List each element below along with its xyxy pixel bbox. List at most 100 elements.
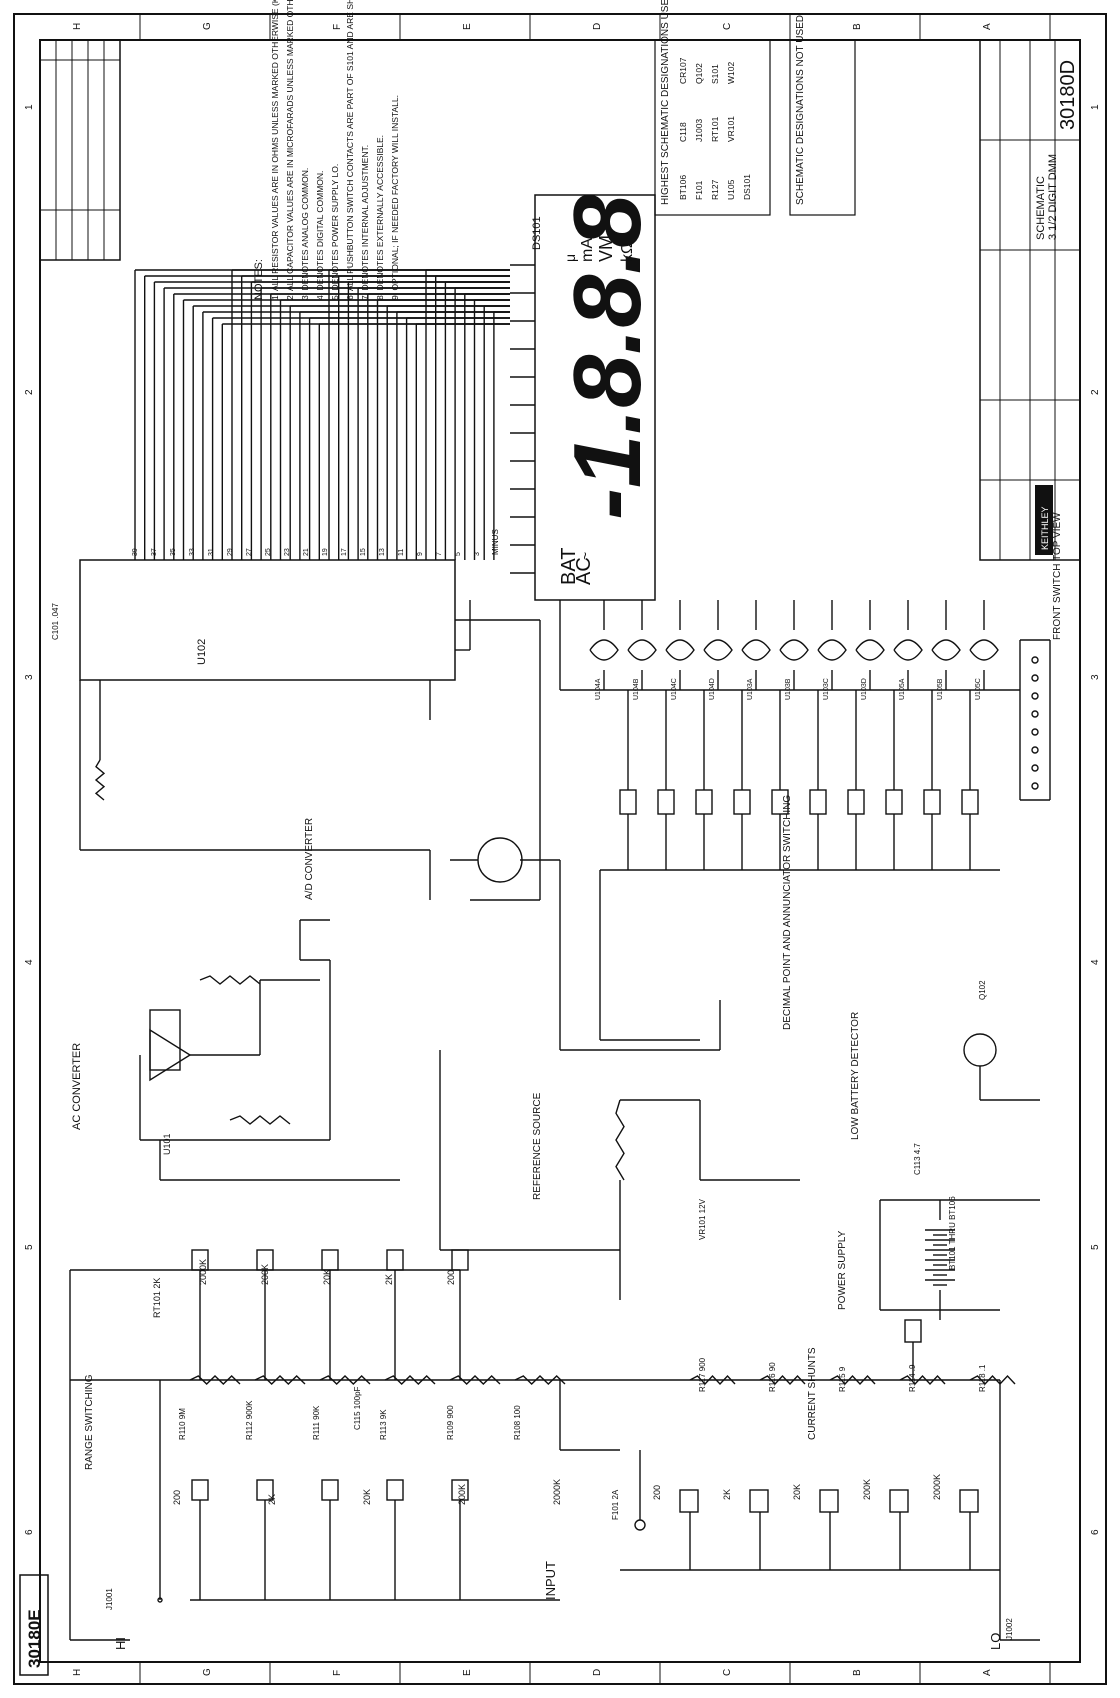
component-body xyxy=(386,1479,404,1501)
title-block: KEITHLEY SCHEMATIC 3 1/2 DIGIT DMM 30180… xyxy=(979,39,1081,561)
logic-gate xyxy=(969,639,999,661)
logic-gate xyxy=(893,639,923,661)
zone-row-mark: 3 xyxy=(1090,674,1101,680)
component-body xyxy=(749,1489,769,1513)
component-body xyxy=(619,789,637,815)
note-item: 6. ALL PUSHBUTTON SWITCH CONTACTS ARE PA… xyxy=(345,0,355,300)
resistor xyxy=(384,1375,436,1385)
section-label-low-battery: LOW BATTERY DETECTOR xyxy=(850,1012,861,1140)
section-label-range-switching: RANGE SWITCHING xyxy=(84,1374,95,1470)
sheet-border-outer xyxy=(13,13,1107,1685)
component-label-bt101: BT101 THRU BT106 xyxy=(948,1196,957,1270)
schematic-wiring xyxy=(69,264,1051,1641)
title-company: KEITHLEY xyxy=(1040,506,1050,550)
range-switch-value: 20K xyxy=(362,1489,372,1505)
notes-block: NOTES: 1. ALL RESISTOR VALUES ARE IN OHM… xyxy=(253,0,400,300)
node xyxy=(1031,728,1039,736)
shunt-switch-value: 2000K xyxy=(932,1474,942,1500)
designation-cell: RT101 xyxy=(710,116,720,142)
zone-col-mark: H xyxy=(72,1669,83,1676)
designation-cell: W102 xyxy=(726,62,736,84)
component-label-c115: C115 100pF xyxy=(353,1386,362,1430)
designations-not-used-table: SCHEMATIC DESIGNATIONS NOT USED xyxy=(789,15,856,216)
logic-gate xyxy=(931,639,961,661)
logic-gate xyxy=(779,639,809,661)
resistor xyxy=(94,759,106,801)
segment-pin-label: 31 xyxy=(208,548,215,556)
designation-cell: R127 xyxy=(710,179,720,200)
segment-pin-label: 27 xyxy=(246,548,253,556)
range-switch-value: 200 xyxy=(172,1490,182,1505)
range-resistor-label: R109 900 xyxy=(446,1405,455,1440)
note-item: 9. OPTIONAL; IF NEEDED FACTORY WILL INST… xyxy=(390,95,400,300)
zone-col-mark: A xyxy=(982,1669,993,1676)
display-annunciator: kΩ xyxy=(619,242,636,262)
range-switch-value: 2K xyxy=(384,1274,394,1285)
shunt-resistor-label: R115 9 xyxy=(838,1366,847,1392)
u102-chip: U102 xyxy=(79,559,456,681)
resistor xyxy=(254,1375,306,1385)
section-label-ac-converter: AC CONVERTER xyxy=(71,1043,83,1130)
component-label-q102: Q102 xyxy=(978,980,987,1000)
segment-pin-label: 13 xyxy=(379,548,386,556)
logic-gate xyxy=(741,639,771,661)
shunt-resistor-label: R117 900 xyxy=(698,1357,707,1392)
shunt-resistor-label: R116 90 xyxy=(768,1362,777,1392)
zone-row-mark: 1 xyxy=(24,104,35,110)
component-body xyxy=(695,789,713,815)
component-label-rt101: RT101 2K xyxy=(152,1278,162,1318)
range-resistor-label: R112 900K xyxy=(245,1400,254,1440)
zone-col-mark: G xyxy=(202,22,213,30)
section-label-current-shunts: CURRENT SHUNTS xyxy=(807,1347,818,1440)
segment-pin-label: 7 xyxy=(436,552,443,556)
node xyxy=(1031,656,1039,664)
component-label-c113: C113 4.7 xyxy=(913,1143,922,1175)
logic-gate xyxy=(855,639,885,661)
zone-col-mark: A xyxy=(982,23,993,30)
designation-cell: CR107 xyxy=(678,57,688,84)
u102-label: U102 xyxy=(196,639,208,665)
node xyxy=(1031,710,1039,718)
connector-j1002: J1002 xyxy=(1005,1618,1014,1640)
display-ref: DS101 xyxy=(531,216,543,250)
component-body xyxy=(961,789,979,815)
segment-pin-label: 15 xyxy=(360,548,367,556)
designations-not-used-title: SCHEMATIC DESIGNATIONS NOT USED xyxy=(795,15,806,205)
zone-col-mark: B xyxy=(852,1669,863,1676)
segment-pin-label: 33 xyxy=(189,548,196,556)
zone-row-mark: 5 xyxy=(24,1244,35,1250)
zone-col-mark: F xyxy=(332,24,343,30)
display-annunciator: ~ xyxy=(577,552,593,560)
node xyxy=(963,1033,997,1067)
designation-cell: J1003 xyxy=(694,119,704,142)
zone-col-mark: G xyxy=(202,1668,213,1676)
gate-label: U104D xyxy=(709,678,716,700)
segment-pin-label: 5 xyxy=(455,552,462,556)
designation-cell: VR101 xyxy=(726,116,736,142)
resistor xyxy=(514,1375,566,1385)
resistor xyxy=(449,1375,501,1385)
title-drawing-number: 30180D xyxy=(1057,60,1079,130)
section-label-input: INPUT xyxy=(543,1561,558,1600)
connector-lo: LO xyxy=(988,1633,1003,1650)
component-body xyxy=(321,1249,339,1271)
gate-label: U105C xyxy=(975,678,982,700)
logic-gate xyxy=(627,639,657,661)
display-annunciator: μ xyxy=(562,254,578,262)
designation-cell: S101 xyxy=(710,64,720,84)
resistor xyxy=(229,1115,291,1125)
node xyxy=(1031,746,1039,754)
display-annunciator: mA xyxy=(579,238,596,262)
note-item: 1. ALL RESISTOR VALUES ARE IN OHMS UNLES… xyxy=(270,0,280,300)
note-item: 8. DENOTES EXTERNALLY ACCESSIBLE. xyxy=(375,135,385,300)
component-label-f101: F101 2A xyxy=(611,1489,620,1520)
zone-row-mark: 4 xyxy=(1090,959,1101,965)
segment-pin-label: 29 xyxy=(227,548,234,556)
title-line1: SCHEMATIC xyxy=(1035,176,1047,240)
designations-used-table: HIGHEST SCHEMATIC DESIGNATIONS USED BT10… xyxy=(654,0,771,216)
section-label-decimal-point: DECIMAL POINT AND ANNUNCIATOR SWITCHING xyxy=(782,795,793,1030)
component-label-u101: U101 xyxy=(162,1133,172,1155)
zone-col-mark: D xyxy=(592,23,603,30)
segment-pin-label: 37 xyxy=(151,548,158,556)
